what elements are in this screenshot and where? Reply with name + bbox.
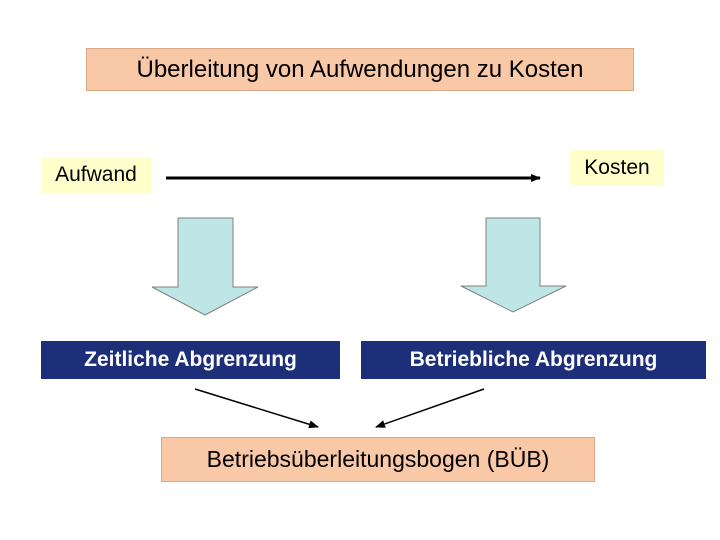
aufwand-label: Aufwand (55, 163, 137, 186)
betriebliche-abgrenzung-label: Betriebliche Abgrenzung (409, 348, 658, 371)
zeitliche-to-bueb-arrow (194, 388, 319, 429)
kosten-label: Kosten (584, 156, 650, 179)
bueb-node: Betriebsüberleitungsbogen (BÜB) (161, 437, 595, 482)
diagram-title-text: Überleitung von Aufwendungen zu Kosten (136, 55, 584, 83)
betriebliche-to-bueb-arrow (375, 388, 485, 428)
left-block-down-arrow (151, 217, 259, 316)
zeitliche-abgrenzung-label: Zeitliche Abgrenzung (84, 348, 297, 371)
zeitliche-abgrenzung-node: Zeitliche Abgrenzung (41, 341, 340, 379)
right-block-down-arrow (460, 217, 567, 313)
betriebliche-abgrenzung-node: Betriebliche Abgrenzung (361, 341, 706, 379)
kosten-node: Kosten (570, 150, 664, 186)
aufwand-node: Aufwand (41, 157, 151, 193)
bueb-label: Betriebsüberleitungsbogen (BÜB) (206, 446, 550, 472)
diagram-title: Überleitung von Aufwendungen zu Kosten (86, 48, 634, 91)
